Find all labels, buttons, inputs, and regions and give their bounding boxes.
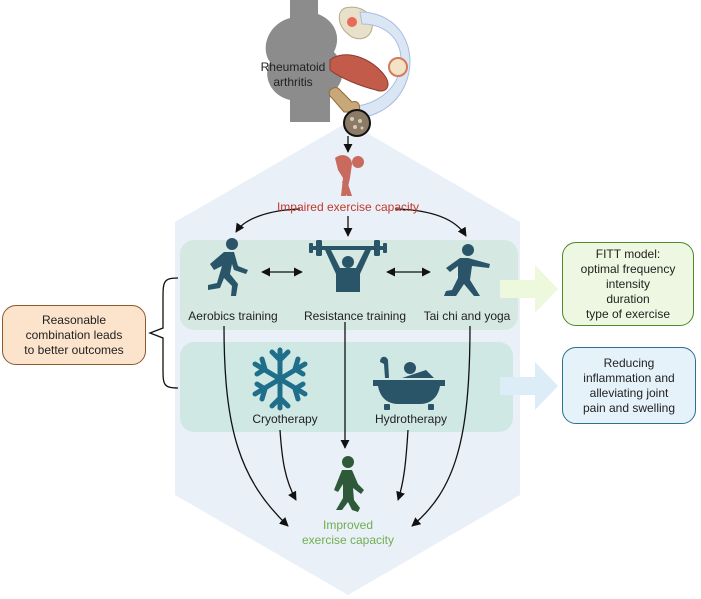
taichi-label: Tai chi and yoga (423, 309, 511, 323)
hydrotherapy-label: Hydrotherapy (374, 412, 448, 426)
bone-section-icon (343, 109, 371, 137)
rheumatoid-label-line: arthritis (273, 75, 313, 89)
reducing-line: Reducing (603, 355, 655, 370)
rheumatoid-arthritis-illustration (265, 0, 411, 137)
joint-swelling-icon (388, 57, 408, 77)
weightlifter-icon (309, 240, 387, 292)
knee-joint-icon (265, 0, 343, 122)
combination-box: Reasonable combination leads to better o… (2, 305, 146, 365)
connector-arrows (223, 136, 471, 527)
aerobics-label: Aerobics training (188, 309, 278, 323)
cryotherapy-label: Cryotherapy (252, 412, 318, 426)
fatigued-person-icon (335, 155, 364, 196)
combination-line: to better outcomes (24, 342, 124, 357)
combination-line: combination leads (25, 327, 123, 342)
tai-chi-icon (444, 244, 490, 296)
reducing-pointer-arrow (500, 362, 558, 410)
fitt-pointer-arrow (500, 265, 558, 313)
reducing-line: pain and swelling (582, 400, 676, 415)
fitt-line: intensity (605, 276, 651, 291)
reducing-line: alleviating joint (589, 385, 669, 400)
improved-exercise-label: Improved exercise capacity (278, 518, 418, 548)
combination-line: Reasonable (41, 312, 107, 327)
fitt-line: duration (606, 291, 650, 306)
bone-icon (328, 87, 361, 113)
walking-person-icon (334, 456, 364, 512)
snowflake-icon (252, 347, 308, 411)
reducing-inflammation-box: Reducing inflammation and alleviating jo… (562, 347, 696, 424)
grouping-brace (148, 277, 179, 389)
improved-label-line: exercise capacity (301, 533, 395, 547)
fitt-model-box: FITT model: optimal frequency intensity … (562, 242, 694, 326)
resistance-label: Resistance training (303, 309, 407, 323)
impaired-exercise-label: Impaired exercise capacity (276, 200, 420, 214)
reducing-line: inflammation and (583, 370, 675, 385)
fitt-line: FITT model: (595, 246, 661, 261)
runner-icon (208, 238, 248, 296)
improved-label-line: Improved (322, 518, 374, 532)
rheumatoid-arthritis-label: Rheumatoid arthritis (258, 60, 328, 90)
fitt-line: optimal frequency (580, 261, 676, 276)
therapy-band (180, 342, 513, 432)
bathtub-icon (373, 356, 445, 410)
rheumatoid-label-line: Rheumatoid (260, 60, 326, 74)
fitt-line: type of exercise (585, 306, 671, 321)
muscle-icon (329, 54, 389, 92)
